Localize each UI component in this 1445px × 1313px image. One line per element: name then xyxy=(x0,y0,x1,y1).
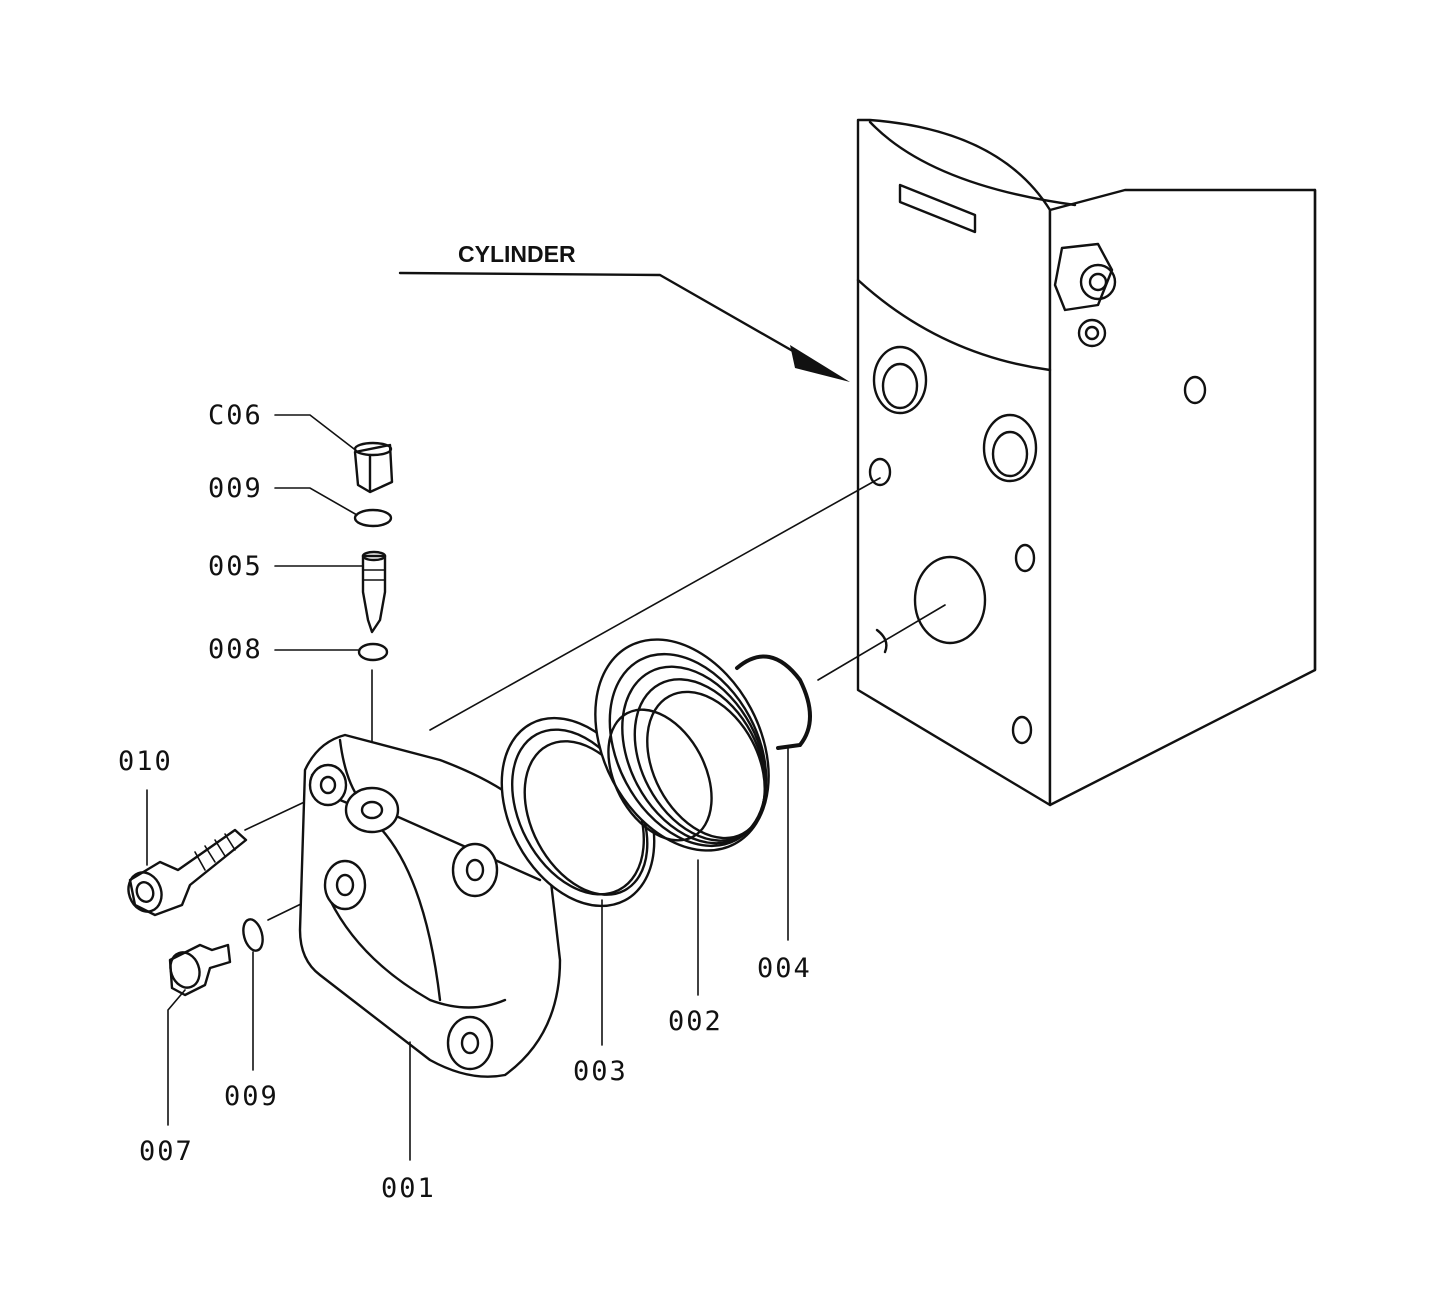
o-ring-lower-part xyxy=(242,918,264,952)
plug-part xyxy=(168,943,232,997)
o-ring-upper-part xyxy=(353,508,393,528)
bleeder-pin-part xyxy=(361,550,387,634)
label-part-010: 010 xyxy=(118,746,173,777)
cylinder-label: CYLINDER xyxy=(458,241,576,267)
label-part-008: 008 xyxy=(208,634,263,665)
o-ring-008-part xyxy=(357,642,389,662)
label-part-006: C06 xyxy=(208,400,263,431)
snap-ring-part xyxy=(735,654,812,750)
label-part-009-lower: 009 xyxy=(224,1081,279,1112)
flange-cover-part xyxy=(298,733,562,1078)
label-part-009-upper: 009 xyxy=(208,473,263,504)
label-part-004: 004 xyxy=(757,953,812,984)
arrow-head-icon xyxy=(790,345,850,382)
label-part-002: 002 xyxy=(668,1006,723,1037)
label-part-007: 007 xyxy=(139,1136,194,1167)
side-fitting-icon xyxy=(1053,242,1117,348)
socket-bolt-part xyxy=(127,828,248,917)
part-number-labels: C06 009 005 008 010 004 002 003 009 007 … xyxy=(118,400,812,1204)
label-part-003: 003 xyxy=(573,1056,628,1087)
cylinder-callout: CYLINDER xyxy=(398,241,850,382)
threaded-sleeve-part xyxy=(594,638,770,852)
label-part-001: 001 xyxy=(381,1173,436,1204)
label-part-005: 005 xyxy=(208,551,263,582)
cylinder-port-icon xyxy=(868,345,1207,745)
cap-part xyxy=(353,441,394,494)
leader-lines xyxy=(146,414,789,1161)
cylinder-body xyxy=(856,118,1317,807)
